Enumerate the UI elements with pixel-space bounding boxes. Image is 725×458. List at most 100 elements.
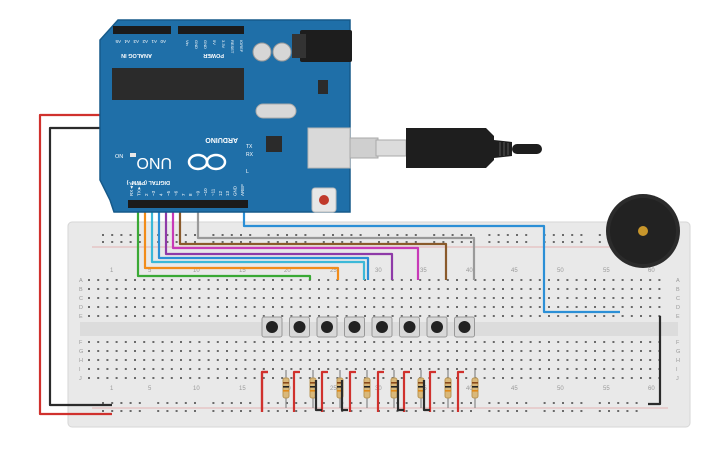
wire-digital-pin[interactable] bbox=[171, 208, 420, 280]
column-number: 1 bbox=[110, 386, 114, 392]
push-buttons bbox=[261, 316, 475, 338]
row-letter: G bbox=[676, 349, 680, 355]
wire-red-jumper[interactable] bbox=[260, 370, 268, 412]
push-button[interactable] bbox=[399, 316, 420, 338]
analog-in-label: ANALOG IN bbox=[121, 52, 152, 58]
digital-pin-label: TX►1 bbox=[136, 183, 141, 196]
wire-red-jumper[interactable] bbox=[456, 370, 464, 412]
column-number: 20 bbox=[284, 268, 291, 274]
push-button[interactable] bbox=[426, 316, 448, 338]
wire-digital-pin[interactable] bbox=[150, 208, 366, 280]
digital-pwm-label: DIGITAL (PWM~) bbox=[126, 179, 170, 185]
row-letter: E bbox=[79, 314, 83, 320]
wire-black-jumper[interactable] bbox=[314, 380, 322, 412]
power-jack bbox=[300, 30, 352, 62]
digital-header bbox=[128, 200, 248, 208]
analog-pin-label: A3 bbox=[133, 39, 139, 44]
digital-pin-label: 7 bbox=[181, 193, 186, 196]
piezo-buzzer-icon[interactable] bbox=[606, 194, 680, 268]
column-number: 40 bbox=[466, 268, 473, 274]
resistor[interactable] bbox=[282, 370, 290, 408]
resistor[interactable] bbox=[363, 370, 371, 408]
small-chip bbox=[266, 136, 282, 152]
row-letter: A bbox=[676, 278, 680, 284]
resistor[interactable] bbox=[390, 370, 398, 408]
wire-black-jumper[interactable] bbox=[340, 380, 348, 412]
push-button[interactable] bbox=[316, 316, 338, 338]
resistor[interactable] bbox=[309, 370, 317, 408]
digital-pin-label: 8 bbox=[188, 193, 193, 196]
power-pin-label: 3.3V bbox=[221, 40, 226, 49]
column-number: 50 bbox=[557, 268, 564, 274]
power-pin-label: GND bbox=[203, 40, 208, 49]
digital-pin-label: 4 bbox=[159, 193, 164, 196]
push-button[interactable] bbox=[371, 316, 393, 338]
push-button[interactable] bbox=[261, 316, 283, 338]
digital-pin-label: ~6 bbox=[173, 190, 178, 196]
column-number: 5 bbox=[148, 386, 152, 392]
wire-digital-pin[interactable] bbox=[136, 208, 312, 280]
digital-pin-label: 12 bbox=[218, 190, 223, 196]
digital-pin-label: ~11 bbox=[210, 188, 215, 196]
wire-red-jumper[interactable] bbox=[428, 370, 436, 412]
power-pin-label: RESET bbox=[230, 40, 235, 54]
digital-pin-label: ~3 bbox=[151, 190, 156, 196]
brand-label: ARDUINO bbox=[205, 136, 238, 143]
digital-pin-label: 2 bbox=[144, 193, 149, 196]
wire-black-jumper[interactable] bbox=[396, 380, 404, 412]
row-letter: E bbox=[676, 314, 680, 320]
wire-digital-pin[interactable] bbox=[196, 208, 476, 280]
on-led-label: ON bbox=[115, 154, 123, 160]
wire-red-jumper[interactable] bbox=[402, 370, 410, 412]
crystal bbox=[255, 103, 297, 119]
column-number: 25 bbox=[330, 386, 337, 392]
rx-led-label: RX bbox=[246, 152, 254, 158]
analog-header bbox=[113, 26, 171, 34]
analog-pin-label: A0 bbox=[160, 39, 166, 44]
analog-pin-label: A1 bbox=[151, 39, 157, 44]
column-number: 40 bbox=[466, 386, 473, 392]
column-number: 60 bbox=[648, 386, 655, 392]
power-pin-label: Vin bbox=[185, 40, 190, 46]
wire-red-jumper[interactable] bbox=[376, 370, 384, 412]
wire-digital-pin[interactable] bbox=[157, 208, 370, 280]
wire-digital-pin[interactable] bbox=[178, 208, 448, 280]
power-pin-label: GND bbox=[194, 40, 199, 49]
wire-digital-pin[interactable] bbox=[164, 208, 394, 280]
digital-pin-label: ~5 bbox=[166, 190, 171, 196]
column-number: 45 bbox=[511, 386, 518, 392]
wire-black-jumper[interactable] bbox=[422, 380, 430, 412]
column-number: 15 bbox=[239, 268, 246, 274]
push-button[interactable] bbox=[454, 316, 475, 338]
push-button[interactable] bbox=[344, 316, 365, 338]
resistor[interactable] bbox=[417, 370, 425, 408]
arduino-uno-board[interactable]: UNO ARDUINO ON TX RX L POWER ANALOG IN D… bbox=[99, 19, 352, 213]
column-number: 30 bbox=[375, 268, 382, 274]
column-number: 10 bbox=[193, 268, 200, 274]
wire-black-buzzer-gnd[interactable] bbox=[648, 316, 662, 406]
column-number: 15 bbox=[239, 386, 246, 392]
push-button[interactable] bbox=[289, 316, 310, 338]
reset-button-cap[interactable] bbox=[319, 195, 329, 205]
row-letter: G bbox=[79, 349, 83, 355]
row-letter: I bbox=[676, 367, 678, 373]
row-letter: J bbox=[79, 376, 82, 382]
power-jack-body bbox=[292, 34, 306, 58]
usb-plug-icon[interactable] bbox=[307, 127, 542, 169]
infinity-logo bbox=[187, 153, 227, 171]
column-number: 55 bbox=[603, 268, 610, 274]
row-letter: B bbox=[79, 287, 83, 293]
row-letter: F bbox=[79, 340, 83, 346]
resistor[interactable] bbox=[444, 370, 452, 408]
column-number: 35 bbox=[420, 268, 427, 274]
wire-red-jumper[interactable] bbox=[292, 370, 300, 412]
wire-blue-buzzer[interactable] bbox=[242, 208, 620, 314]
wire-red-jumper[interactable] bbox=[348, 370, 356, 412]
capacitor-2 bbox=[272, 42, 292, 62]
analog-pin-label: A5 bbox=[115, 39, 121, 44]
resistor[interactable] bbox=[471, 370, 479, 408]
wire-red-jumper[interactable] bbox=[320, 370, 328, 412]
wire-digital-pin[interactable] bbox=[143, 208, 340, 280]
power-label: POWER bbox=[203, 52, 224, 58]
